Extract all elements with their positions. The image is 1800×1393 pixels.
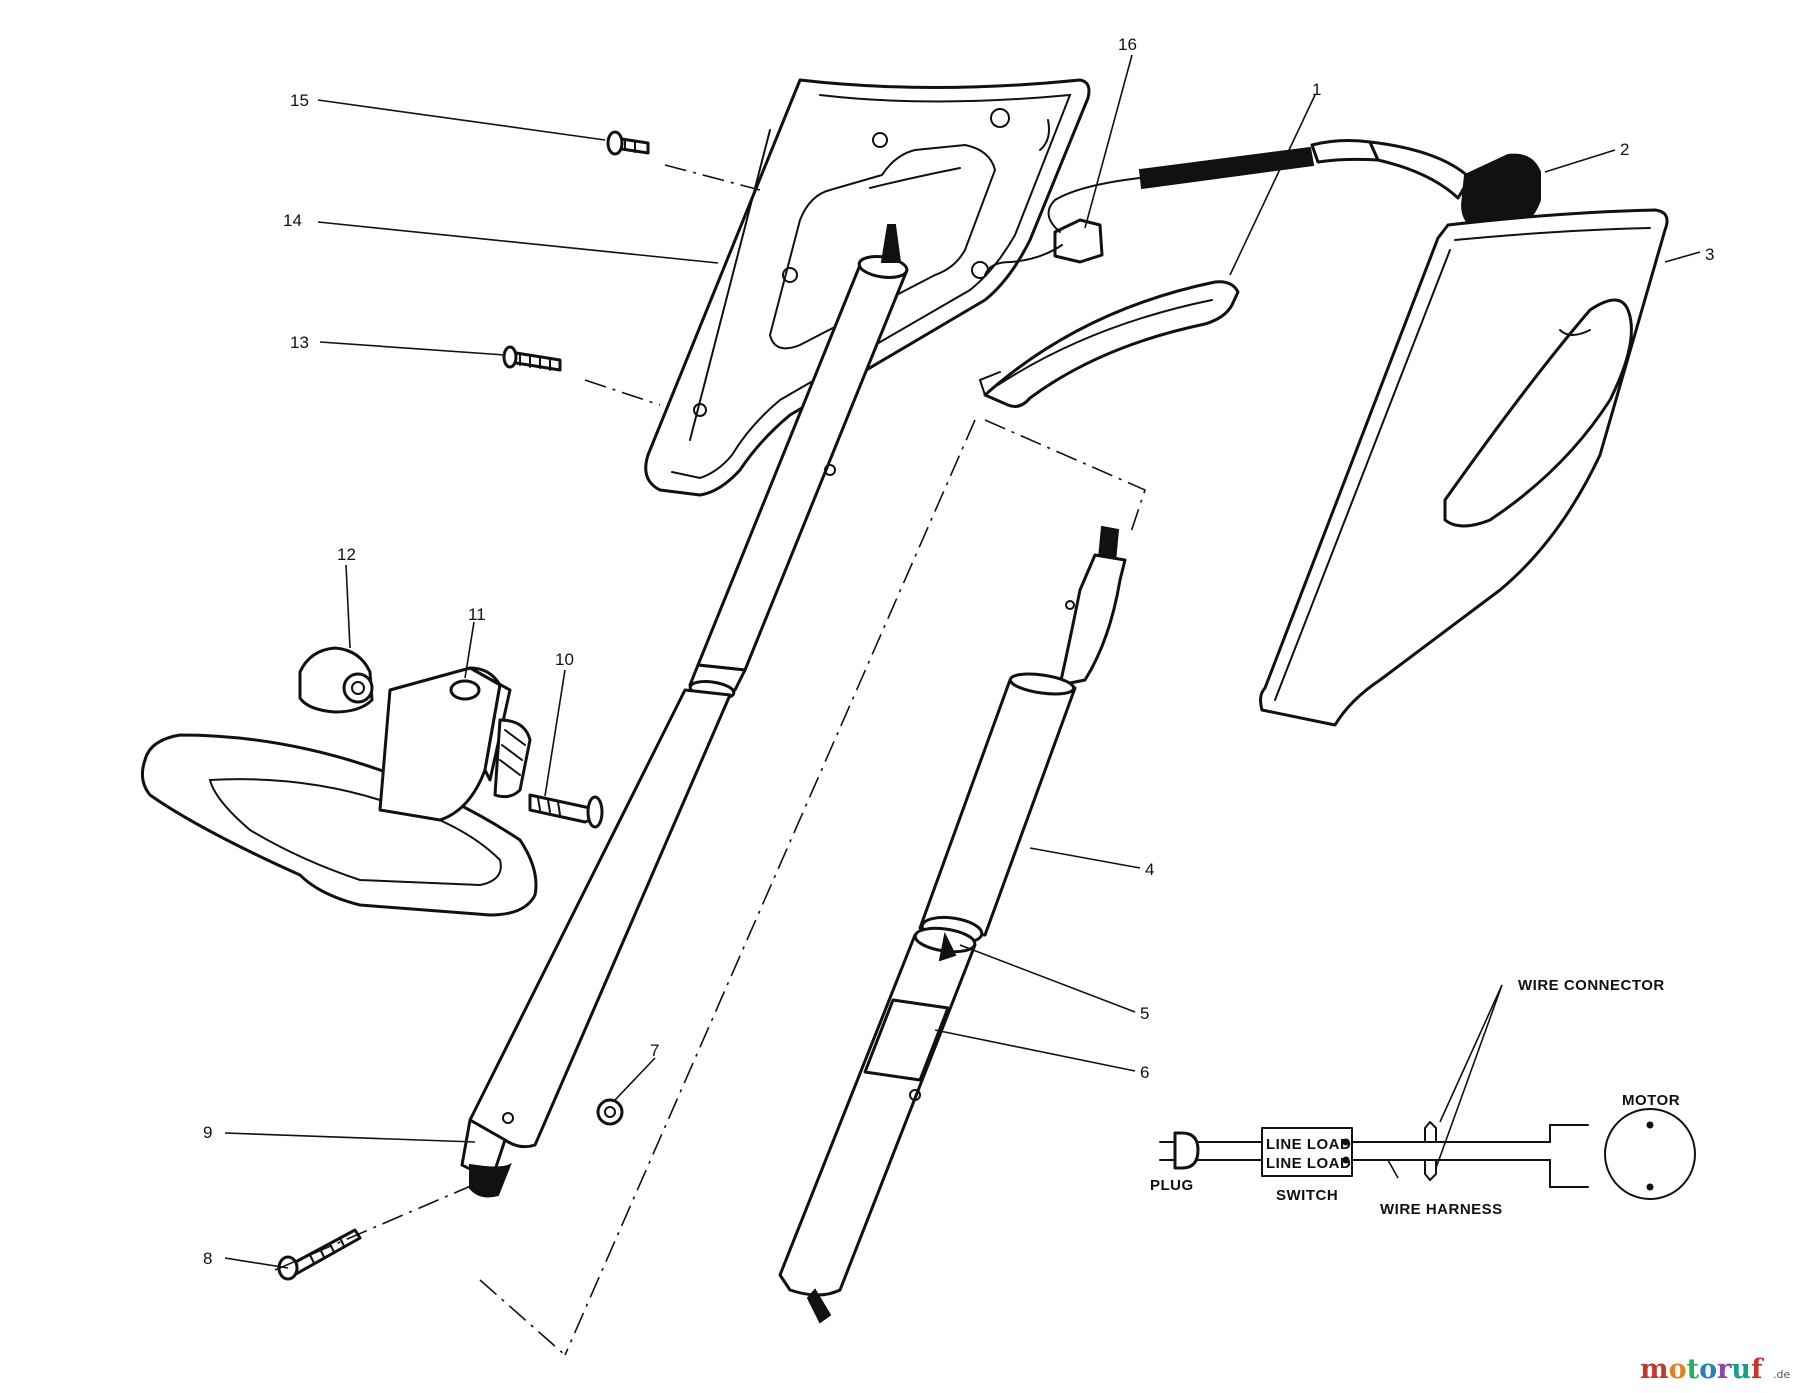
callout-13: 13: [290, 333, 309, 352]
watermark-suffix: .de: [1773, 1368, 1790, 1381]
wire-connector-label: WIRE CONNECTOR: [1518, 977, 1665, 994]
assembly-guide-lines: [274, 164, 1146, 1356]
watermark-letter-u: u: [1731, 1354, 1751, 1385]
knob-part: [298, 646, 374, 714]
watermark-letter-m: m: [1640, 1354, 1669, 1385]
screws: [502, 130, 650, 372]
plug-icon: [1173, 1131, 1200, 1170]
motor-symbol: [1604, 1108, 1696, 1200]
wire-connector-bottom-icon: [1424, 1159, 1437, 1181]
switch-trigger: [978, 280, 1240, 408]
motor-label: MOTOR: [1622, 1092, 1680, 1109]
switch-and-cord: [984, 139, 1541, 276]
wiring-schematic: PLUG LINE LOAD LINE LOAD SWITCH WIRE CON…: [1150, 977, 1696, 1218]
wire-connector-top-icon: [1424, 1121, 1437, 1143]
callout-4: 4: [1145, 860, 1154, 879]
front-handle: [140, 666, 538, 917]
carriage-bolt: [528, 793, 604, 829]
callout-1: 1: [1312, 80, 1321, 99]
middle-tube: [460, 688, 732, 1198]
motoruf-watermark: motoruf .de: [1640, 1354, 1790, 1385]
svg-text:motoruf: motoruf: [1640, 1354, 1765, 1385]
callout-7: 7: [650, 1041, 659, 1060]
lower-tube-assembly: [778, 525, 1127, 1324]
switch-label: SWITCH: [1276, 1187, 1338, 1204]
upper-tube: [688, 224, 909, 700]
watermark-letter-o2: o: [1699, 1354, 1717, 1385]
callout-9: 9: [203, 1123, 212, 1142]
watermark-letter-r: r: [1717, 1354, 1732, 1385]
callout-labels: 1 2 3 4 5 6 7 8 9 10 11 12 13 14 15 16: [203, 35, 1714, 1268]
callout-8: 8: [203, 1249, 212, 1268]
switch-line-load-top: LINE LOAD: [1266, 1136, 1351, 1153]
callout-11: 11: [468, 605, 486, 624]
wire-harness-label: WIRE HARNESS: [1380, 1201, 1503, 1218]
callout-5: 5: [1140, 1004, 1149, 1023]
callout-3: 3: [1705, 245, 1714, 264]
watermark-letter-f: f: [1751, 1354, 1765, 1385]
handle-half-right: [1259, 208, 1669, 727]
callout-16: 16: [1118, 35, 1137, 54]
watermark-letter-o: o: [1669, 1354, 1687, 1385]
plug-label: PLUG: [1150, 1177, 1194, 1194]
callout-10: 10: [555, 650, 574, 669]
leader-lines: [224, 54, 1701, 1269]
watermark-letter-t: t: [1687, 1354, 1700, 1385]
callout-12: 12: [337, 545, 356, 564]
nut-and-bolt: [277, 1098, 624, 1281]
callout-2: 2: [1620, 140, 1629, 159]
callout-6: 6: [1140, 1063, 1149, 1082]
switch-line-load-bottom: LINE LOAD: [1266, 1155, 1351, 1172]
switch-box: [1261, 1127, 1353, 1177]
callout-15: 15: [290, 91, 309, 110]
callout-14: 14: [283, 211, 302, 230]
